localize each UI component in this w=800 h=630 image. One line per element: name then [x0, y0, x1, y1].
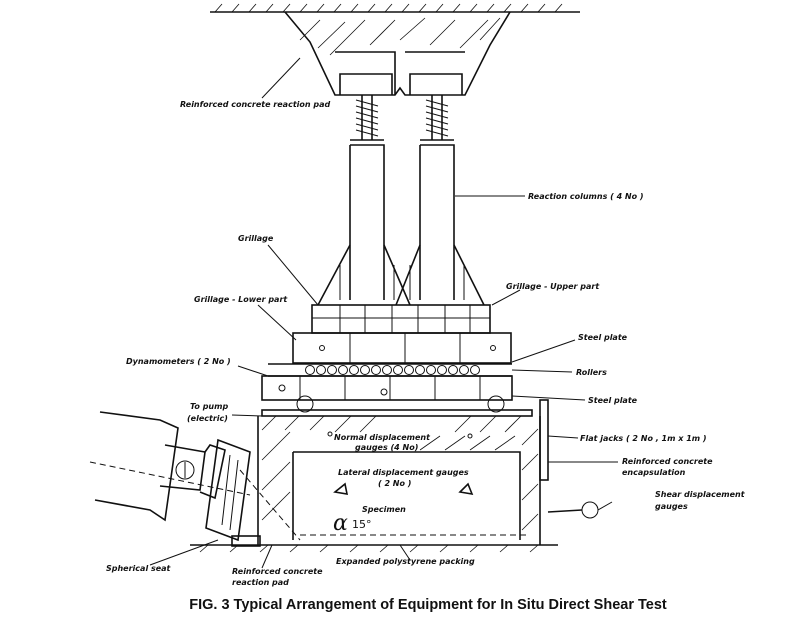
label-reaction-pad-bottom-2: reaction pad — [232, 578, 289, 587]
label-shear-gauges-2: gauges — [655, 502, 688, 511]
label-grillage-upper: Grillage - Upper part — [506, 282, 600, 291]
label-normal-gauges-count: gauges (4 No) — [355, 443, 418, 452]
label-spherical-seat: Spherical seat — [106, 564, 172, 573]
column-screws — [355, 95, 449, 140]
label-dynamometers: Dynamometers ( 2 No ) — [126, 357, 231, 366]
label-steel-plate-bottom: Steel plate — [588, 396, 638, 405]
encapsulation — [190, 415, 558, 553]
label-to-pump-electric: (electric) — [187, 414, 228, 423]
label-normal-gauges: Normal displacement — [334, 433, 431, 442]
label-reaction-pad-top: Reinforced concrete reaction pad — [180, 100, 330, 109]
label-encapsulation: Reinforced concrete — [622, 457, 713, 466]
rollers — [268, 363, 512, 377]
label-lateral-gauges-count: ( 2 No ) — [378, 479, 411, 488]
grillage-upper — [311, 304, 491, 334]
label-reaction-pad-bottom: Reinforced concrete — [232, 567, 323, 576]
label-rollers: Rollers — [576, 368, 607, 377]
grillage-lower — [292, 332, 512, 364]
label-flat-jacks: Flat jacks ( 2 No , 1m x 1m ) — [580, 434, 707, 443]
labels: Reinforced concrete reaction pad Reactio… — [106, 100, 746, 587]
label-lateral-gauges: Lateral displacement gauges — [338, 468, 469, 477]
label-angle: 15° — [352, 518, 372, 531]
steel-plate-lower — [261, 375, 533, 417]
label-grillage-lower: Grillage - Lower part — [194, 295, 288, 304]
label-grillage: Grillage — [238, 234, 274, 243]
reaction-columns — [317, 139, 485, 306]
label-reaction-columns: Reaction columns ( 4 No ) — [528, 192, 644, 201]
label-shear-gauges: Shear displacement — [655, 490, 746, 499]
label-encapsulation-2: encapsulation — [622, 468, 686, 477]
top-reaction-pad — [210, 3, 580, 96]
leader-lines — [149, 57, 618, 569]
label-alpha: α — [333, 511, 348, 536]
shear-gauge — [547, 501, 613, 519]
label-steel-plate-top: Steel plate — [578, 333, 628, 342]
flat-jack — [539, 399, 549, 481]
inclined-jack — [89, 411, 261, 547]
figure-caption: FIG. 3 Typical Arrangement of Equipment … — [189, 597, 667, 613]
label-to-pump: To pump — [190, 402, 228, 411]
label-specimen: Specimen — [362, 505, 406, 514]
label-packing: Expanded polystyrene packing — [336, 557, 475, 566]
